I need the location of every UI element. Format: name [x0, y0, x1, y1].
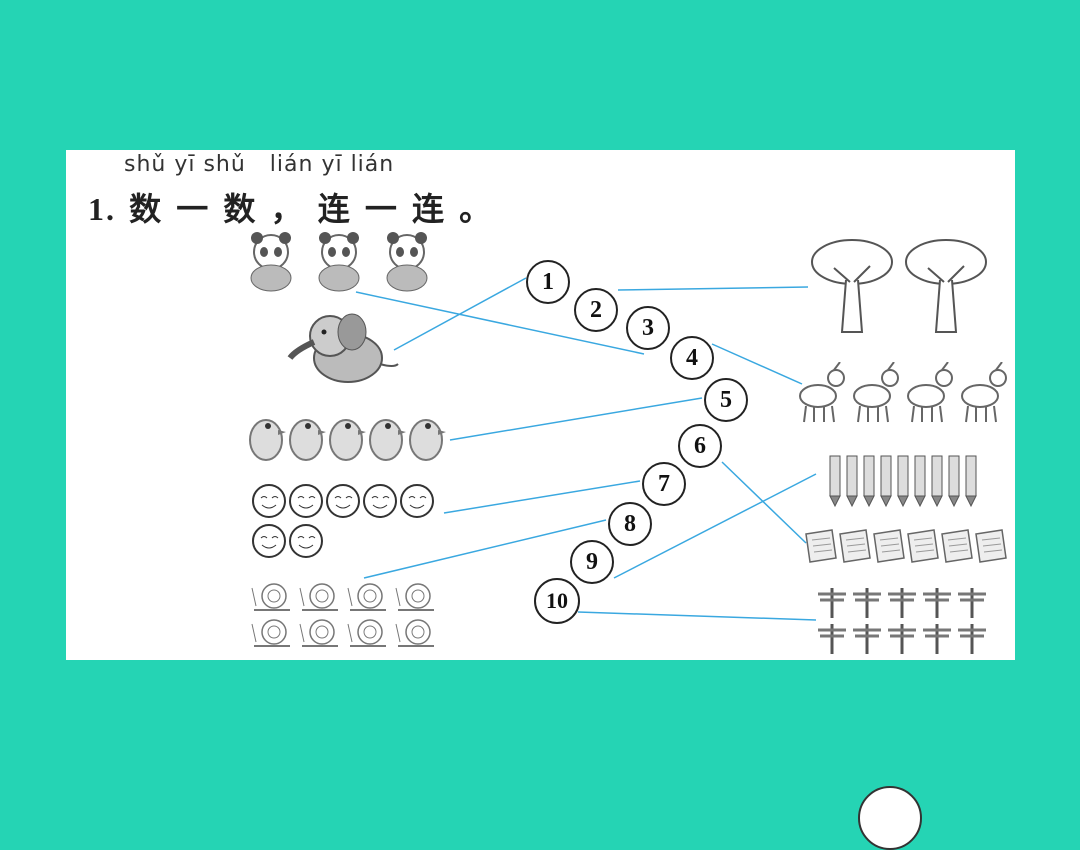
smiley-icon — [326, 484, 360, 518]
trees-group[interactable] — [810, 232, 1000, 336]
snail-icon — [299, 619, 338, 647]
question-title: 1. 数 一 数 ， 连 一 连 。 — [88, 184, 493, 230]
notebook-icon — [941, 529, 973, 563]
dragonflies-group[interactable] — [816, 586, 996, 658]
number-circle-10[interactable]: 10 — [534, 578, 580, 624]
line-snails-8 — [363, 519, 607, 579]
pencil-icon — [846, 455, 858, 508]
dragonfly-icon — [853, 588, 881, 618]
smiley-icon — [252, 484, 286, 518]
pencil-icon — [965, 455, 977, 508]
pencils-group[interactable] — [828, 452, 988, 508]
smiley-icon — [363, 484, 397, 518]
notebook-icon — [873, 529, 905, 563]
notebook-icon — [907, 529, 939, 563]
tree-icon — [905, 239, 987, 333]
dragonfly-icon — [888, 624, 916, 654]
panda-icon — [318, 232, 360, 292]
smiley-icon — [289, 524, 323, 558]
question-pinyin: shǔ yī shǔ lián yī lián — [124, 152, 395, 177]
pencil-icon — [863, 455, 875, 508]
dragonfly-icon — [958, 624, 986, 654]
line-dragonflies-10 — [577, 611, 817, 621]
snail-icon — [299, 583, 338, 611]
snail-icon — [395, 619, 434, 647]
dragonfly-icon — [923, 624, 951, 654]
goat-icon — [961, 362, 1007, 423]
line-pandas-3 — [355, 291, 645, 355]
goat-icon — [799, 362, 845, 423]
chick-icon — [409, 419, 446, 461]
line-notebooks-6 — [721, 461, 807, 544]
worksheet-card: shǔ yī shǔ lián yī lián 1. 数 一 数 ， 连 一 连… — [66, 150, 1015, 660]
line-goats-4 — [711, 343, 803, 385]
smileys-group[interactable] — [252, 484, 442, 564]
chicks-group[interactable] — [248, 408, 448, 464]
notebook-icon — [839, 529, 871, 563]
chick-icon — [369, 419, 406, 461]
pencil-icon — [897, 455, 909, 508]
pencil-icon — [914, 455, 926, 508]
number-circle-5[interactable]: 5 — [704, 378, 748, 422]
goats-group[interactable] — [796, 362, 1011, 428]
notebook-icon — [975, 529, 1007, 563]
elephant-group[interactable] — [286, 308, 406, 390]
dragonfly-icon — [818, 588, 846, 618]
dragonfly-icon — [853, 624, 881, 654]
line-chicks-5 — [449, 397, 703, 441]
connection-lines — [355, 277, 817, 621]
number-circle-6[interactable]: 6 — [678, 424, 722, 468]
chick-icon — [289, 419, 326, 461]
question-number: 1. — [88, 191, 116, 227]
pencil-icon — [880, 455, 892, 508]
dragonfly-icon — [923, 588, 951, 618]
number-circle-4[interactable]: 4 — [670, 336, 714, 380]
goat-icon — [853, 362, 899, 423]
number-circle-7[interactable]: 7 — [642, 462, 686, 506]
line-pencils-9 — [613, 473, 817, 579]
tree-icon — [811, 239, 893, 333]
line-smileys-7 — [443, 480, 641, 514]
number-circle-1[interactable]: 1 — [526, 260, 570, 304]
smiley-icon — [252, 524, 286, 558]
snails-group[interactable] — [250, 582, 440, 658]
chick-icon — [329, 419, 366, 461]
dragonfly-icon — [958, 588, 986, 618]
snail-icon — [395, 583, 434, 611]
snail-icon — [347, 619, 386, 647]
decorative-circle-bottom — [858, 786, 922, 850]
number-circle-8[interactable]: 8 — [608, 502, 652, 546]
question-text: 数 一 数 ， 连 一 连 。 — [129, 190, 494, 228]
snail-icon — [251, 619, 290, 647]
pencil-icon — [948, 455, 960, 508]
smiley-icon — [400, 484, 434, 518]
line-trees-2 — [617, 286, 809, 291]
chick-icon — [249, 419, 286, 461]
notebook-icon — [805, 529, 837, 563]
snail-icon — [347, 583, 386, 611]
pencil-icon — [931, 455, 943, 508]
snail-icon — [251, 583, 290, 611]
pencil-icon — [829, 455, 841, 508]
panda-icon — [386, 232, 428, 292]
number-circle-2[interactable]: 2 — [574, 288, 618, 332]
notebooks-group[interactable] — [804, 528, 1009, 564]
elephant-icon — [287, 313, 399, 383]
goat-icon — [907, 362, 953, 423]
panda-icon — [250, 232, 292, 292]
dragonfly-icon — [888, 588, 916, 618]
smiley-icon — [289, 484, 323, 518]
dragonfly-icon — [818, 624, 846, 654]
pandas-group[interactable] — [246, 230, 436, 294]
number-circle-3[interactable]: 3 — [626, 306, 670, 350]
number-circle-9[interactable]: 9 — [570, 540, 614, 584]
